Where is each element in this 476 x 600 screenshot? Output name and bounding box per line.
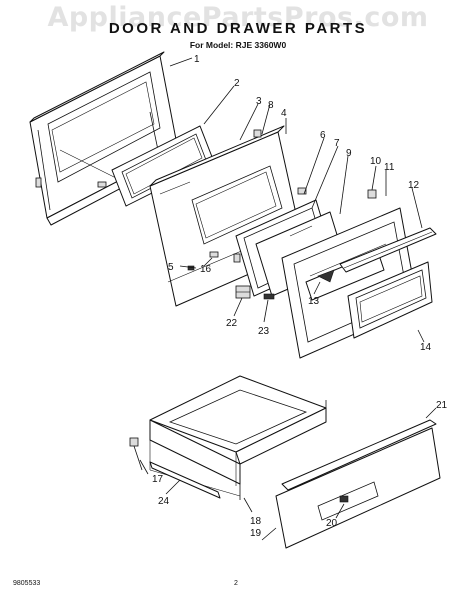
part-drawer-slide [149, 461, 221, 499]
callout-20: 20 [326, 518, 338, 529]
callout-6: 6 [320, 130, 326, 141]
part-outer-door-panel [29, 51, 183, 226]
callout-10: 10 [370, 156, 382, 167]
page-number: 2 [234, 580, 238, 587]
callout-11: 11 [384, 162, 395, 173]
part-door-clip [253, 129, 262, 138]
callout-1: 1 [194, 54, 200, 65]
callout-2: 2 [234, 78, 240, 89]
part-drawer-front-panel [275, 427, 441, 549]
callout-labels: 1 2 3 4 8 6 7 9 10 11 12 13 14 5 16 22 2… [152, 54, 448, 539]
callout-16: 16 [200, 264, 212, 275]
model-subtitle: For Model: RJE 3360W0 [189, 40, 287, 50]
callout-21: 21 [436, 400, 448, 411]
part-door-window-gasket [347, 261, 433, 339]
diagram-title: DOOR AND DRAWER PARTS [108, 20, 368, 37]
callout-7: 7 [334, 138, 340, 149]
callout-17: 17 [152, 474, 164, 485]
door-leader-lines [169, 57, 425, 343]
callout-8: 8 [268, 100, 274, 111]
callout-4: 4 [281, 108, 287, 119]
callout-24: 24 [158, 496, 170, 507]
callout-18: 18 [250, 516, 262, 527]
callout-19: 19 [250, 528, 262, 539]
watermark-logo: AppliancePartsPros.com [47, 2, 429, 33]
callout-13: 13 [308, 296, 320, 307]
callout-14: 14 [420, 342, 432, 353]
part-handle-trim [339, 227, 437, 273]
drawer-leader-lines [139, 407, 437, 541]
part-drawer-roller [129, 437, 143, 471]
callout-9: 9 [346, 148, 352, 159]
part-drawer-body [149, 375, 327, 500]
callout-23: 23 [258, 326, 270, 337]
footer-code: 9805533 [13, 580, 41, 587]
callout-22: 22 [226, 318, 238, 329]
callout-5: 5 [168, 262, 174, 273]
callout-12: 12 [408, 180, 420, 191]
part-drawer-front-trim [281, 419, 437, 491]
part-door-hinges [235, 285, 275, 300]
callout-3: 3 [256, 96, 262, 107]
